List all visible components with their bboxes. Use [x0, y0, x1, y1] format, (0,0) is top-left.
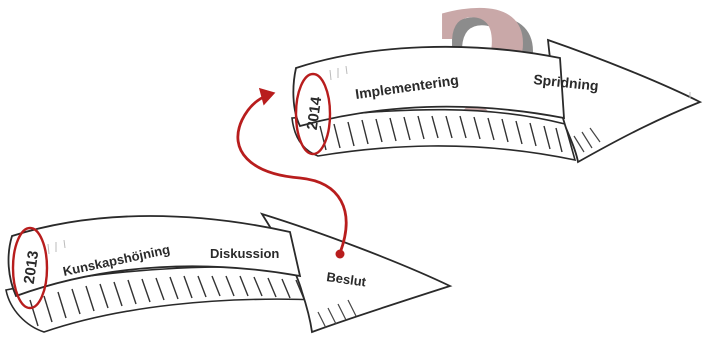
connector-start-dot — [335, 249, 345, 259]
arrow-2013-head — [259, 212, 453, 334]
arrow-2013: 2013 Kunskapshöjning Diskussion Beslut — [5, 212, 453, 334]
arrow-2013-band — [7, 215, 302, 298]
stage-spridning: Spridning — [533, 71, 600, 94]
connector-line — [236, 94, 348, 255]
arrow-2014: 2014 Implementering Spridning — [291, 38, 703, 164]
year-2013-label: 2013 — [21, 250, 42, 285]
connector-arrow — [236, 87, 348, 259]
stage-beslut: Beslut — [326, 269, 368, 289]
arrow-2014-hatching — [319, 115, 563, 153]
year-2014-label: 2014 — [304, 95, 326, 131]
year-2014-circle — [294, 72, 332, 156]
arrow-2014-band — [292, 45, 565, 128]
connector-arrowhead — [258, 87, 276, 106]
year-2013-circle — [11, 226, 49, 310]
arrow-2013-underside — [5, 266, 332, 333]
stage-diskussion: Diskussion — [210, 246, 279, 261]
